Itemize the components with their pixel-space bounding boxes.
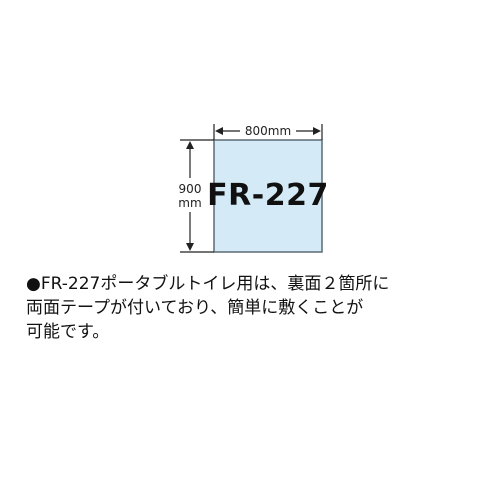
note-text-1: FR-227ポータブルトイレ用は、裏面２箇所に — [40, 274, 390, 294]
note-line-1: ●FR-227ポータブルトイレ用は、裏面２箇所に — [26, 272, 478, 296]
product-note: ●FR-227ポータブルトイレ用は、裏面２箇所に 両面テープが付いており、簡単に… — [26, 272, 478, 344]
mat-dimension-diagram: FR-227 800mm 900 mm — [178, 124, 329, 253]
bullet-icon: ● — [26, 274, 41, 294]
note-text-3: 可能です。 — [26, 322, 110, 342]
width-arrow-left-icon — [215, 127, 223, 135]
height-arrow-down-icon — [186, 243, 194, 251]
note-text-2: 両面テープが付いており、簡単に敷くことが — [26, 298, 364, 318]
width-dimension-label: 800mm — [245, 124, 291, 138]
height-dimension-unit: mm — [178, 196, 201, 210]
height-dimension-value: 900 — [179, 182, 202, 196]
note-line-2: 両面テープが付いており、簡単に敷くことが — [26, 296, 478, 320]
width-arrow-right-icon — [313, 127, 321, 135]
mat-product-label: FR-227 — [207, 178, 329, 213]
height-arrow-up-icon — [186, 141, 194, 149]
note-line-3: 可能です。 — [26, 320, 478, 344]
mat-rectangle — [213, 139, 323, 253]
